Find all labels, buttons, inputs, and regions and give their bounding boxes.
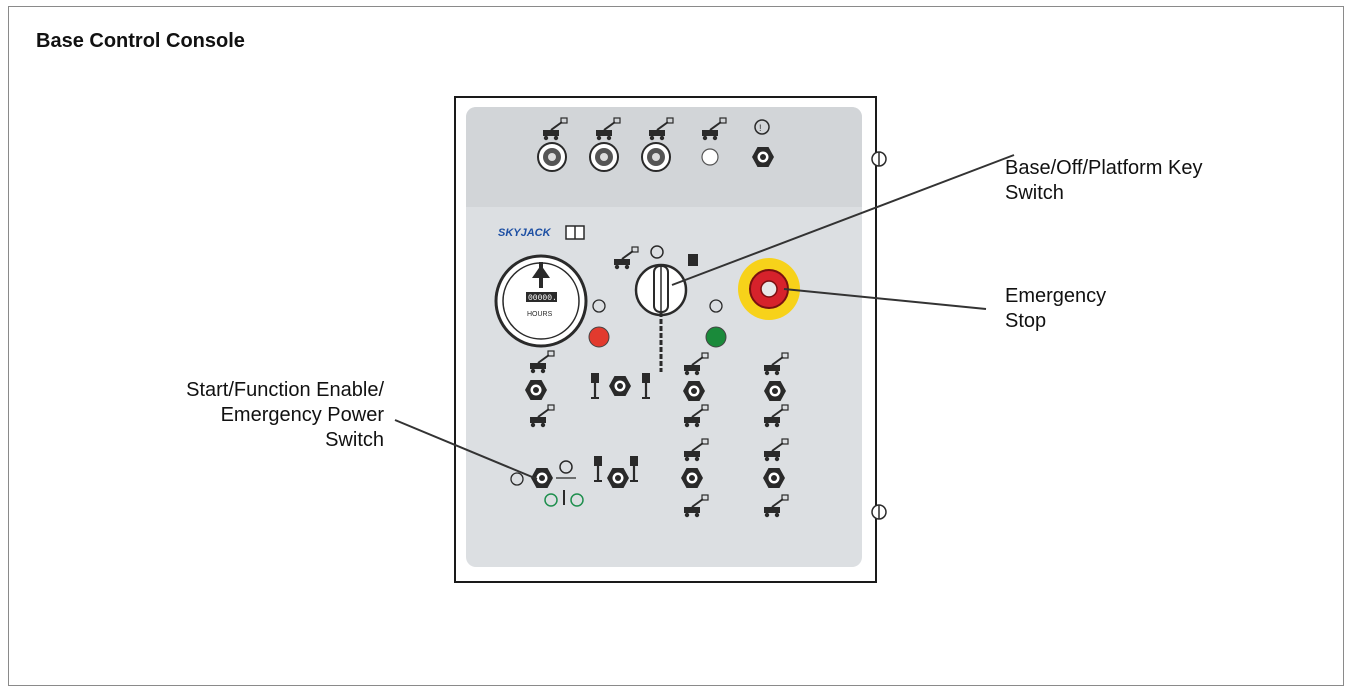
start-symbol-icon (556, 460, 576, 479)
drive-forward-icon (529, 350, 555, 375)
boom-lift-up-icon (683, 352, 709, 377)
jib-down-icon (683, 494, 709, 519)
drive-reverse-icon (529, 404, 555, 429)
boom-lift-down-icon (683, 404, 709, 429)
toggle-boom-extend[interactable] (764, 381, 786, 401)
hour-meter-label: HOURS (527, 311, 553, 318)
leader-start-switch (394, 419, 538, 480)
engine-icon (510, 472, 524, 486)
outrigger-left-icon (589, 371, 601, 400)
emergency-stop-button[interactable] (738, 258, 800, 320)
warning-mark-top: ! (759, 123, 762, 133)
blank-plug (701, 148, 719, 166)
hour-meter-digits: 00000.0 (528, 294, 562, 303)
function-enable-icon (544, 490, 584, 507)
callout-start-switch-line2: Emergency Power (220, 404, 384, 426)
callout-start-switch-line1: Start/Function Enable/ (186, 379, 384, 401)
connector-1[interactable] (537, 142, 567, 172)
warning-icon-top (754, 119, 770, 135)
toggle-jib[interactable] (681, 468, 703, 488)
outrigger-rear-right-icon (628, 454, 640, 483)
outrigger-rear-left-icon (592, 454, 604, 483)
hour-meter: 00000.0 HOURS (494, 254, 588, 348)
manual-book-icon (565, 225, 585, 240)
connector-2[interactable] (589, 142, 619, 172)
glow-plug-icon (709, 299, 723, 313)
red-indicator-light (588, 326, 610, 348)
callout-start-switch: Start/Function Enable/ Emergency Power S… (90, 378, 384, 453)
warning-icon-left (592, 299, 606, 313)
connector-3[interactable] (641, 142, 671, 172)
key-switch-symbols (613, 245, 698, 271)
boom-retract-icon (763, 404, 789, 429)
swing-left-icon (763, 438, 789, 463)
callout-key-switch: Base/Off/Platform Key Switch (1005, 156, 1203, 206)
camera-icon-2 (595, 117, 621, 142)
toggle-swing[interactable] (763, 468, 785, 488)
screw-icon-top (871, 151, 887, 167)
callout-key-switch-line1: Base/Off/Platform Key (1005, 157, 1203, 179)
swing-right-icon (763, 494, 789, 519)
camera-icon-4 (701, 117, 727, 142)
camera-icon-1 (542, 117, 568, 142)
camera-icon-3 (648, 117, 674, 142)
brand-logo: SKYJACK (498, 227, 552, 239)
leader-key-switch (671, 154, 1015, 286)
callout-start-switch-line3: Switch (325, 429, 384, 451)
toggle-drive[interactable] (525, 380, 547, 400)
leader-emergency-stop (783, 288, 987, 310)
callout-emergency-stop-line1: Emergency (1005, 285, 1107, 307)
callout-emergency-stop-line2: Stop (1005, 310, 1047, 332)
toggle-boom-lift[interactable] (683, 381, 705, 401)
callout-key-switch-line2: Switch (1005, 182, 1064, 204)
green-indicator-light (705, 326, 727, 348)
page-title: Base Control Console (36, 30, 245, 52)
jib-up-icon (683, 438, 709, 463)
toggle-outrigger-rear[interactable] (607, 468, 629, 488)
boom-extend-icon (763, 352, 789, 377)
outrigger-right-icon (640, 371, 652, 400)
key-switch[interactable] (634, 263, 688, 372)
screw-icon-bottom (871, 504, 887, 520)
toggle-outrigger-front[interactable] (609, 376, 631, 396)
top-toggle-switch[interactable] (752, 147, 774, 167)
callout-emergency-stop: Emergency Stop (1005, 284, 1106, 334)
